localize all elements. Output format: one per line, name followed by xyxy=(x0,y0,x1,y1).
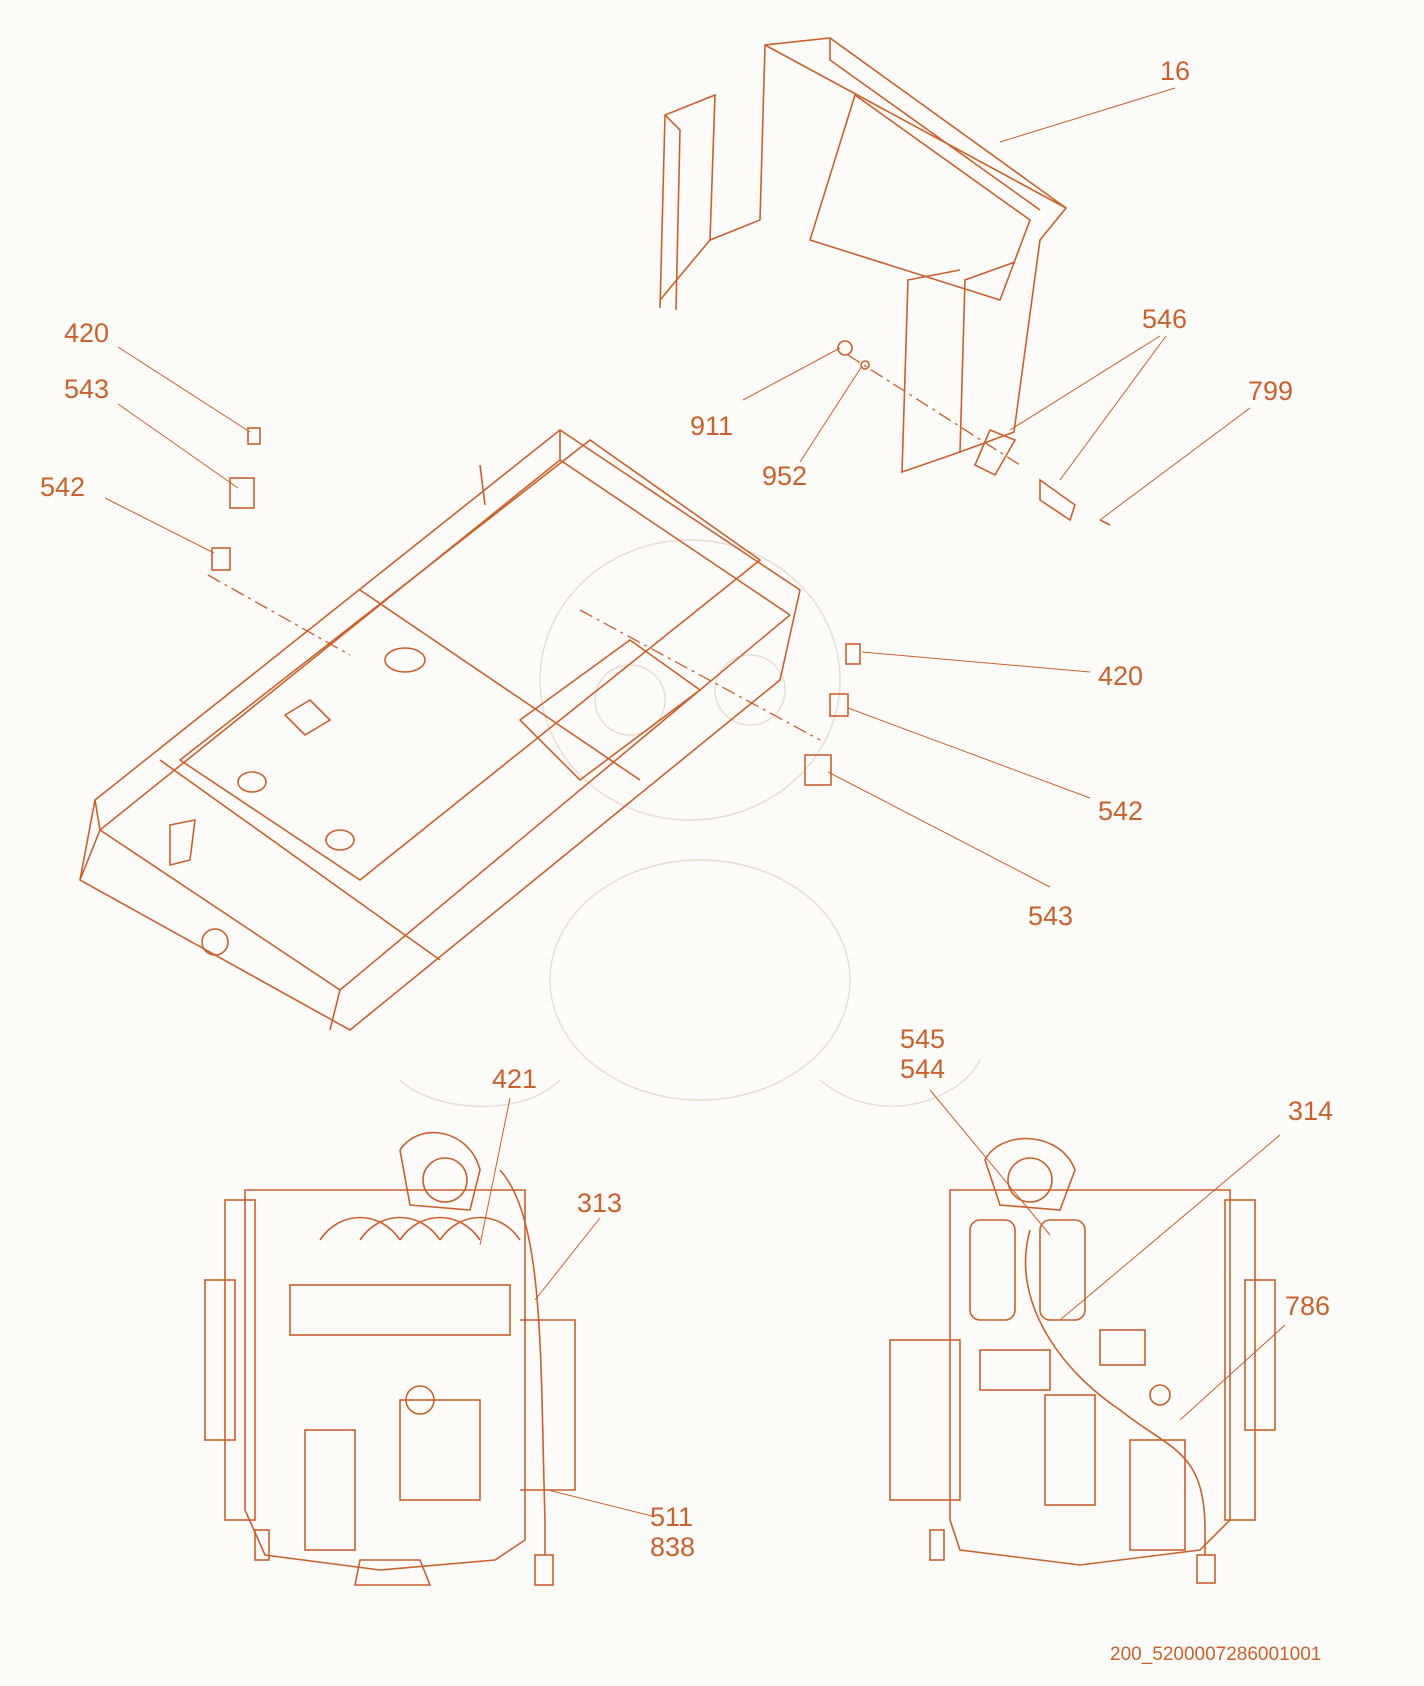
callout-labels: 16 546 799 911 952 420 543 542 420 542 5… xyxy=(40,56,1333,1562)
callout-545: 545 xyxy=(900,1024,945,1054)
callout-799: 799 xyxy=(1248,376,1293,406)
callout-420-right: 420 xyxy=(1098,661,1143,691)
leader-lines xyxy=(104,87,1286,1517)
callout-314: 314 xyxy=(1288,1096,1333,1126)
assembly-centerlines xyxy=(207,354,1021,741)
callout-838: 838 xyxy=(650,1532,695,1562)
watermark-figure xyxy=(399,539,981,1107)
callout-511: 511 xyxy=(650,1502,693,1532)
callout-911: 911 xyxy=(690,411,733,441)
callout-420-left: 420 xyxy=(64,318,109,348)
callout-542-left: 542 xyxy=(40,472,85,502)
upper-frame-part-16 xyxy=(659,37,1068,474)
base-frame xyxy=(79,429,801,1031)
callout-952: 952 xyxy=(762,461,807,491)
callout-421: 421 xyxy=(492,1064,537,1094)
callout-786: 786 xyxy=(1285,1291,1330,1321)
callout-542-right: 542 xyxy=(1098,796,1143,826)
fittings-right xyxy=(804,340,1111,786)
drawing-reference-code: 200_5200007286001001 xyxy=(1110,1644,1321,1665)
engine-right xyxy=(889,1137,1276,1584)
engine-left xyxy=(204,1131,576,1586)
callout-543-right: 543 xyxy=(1028,901,1073,931)
callout-16: 16 xyxy=(1160,56,1190,86)
callout-544: 544 xyxy=(900,1054,945,1084)
callout-313: 313 xyxy=(577,1188,622,1218)
callout-543-left: 543 xyxy=(64,374,109,404)
callout-546: 546 xyxy=(1142,304,1187,334)
fittings-left xyxy=(211,427,261,571)
